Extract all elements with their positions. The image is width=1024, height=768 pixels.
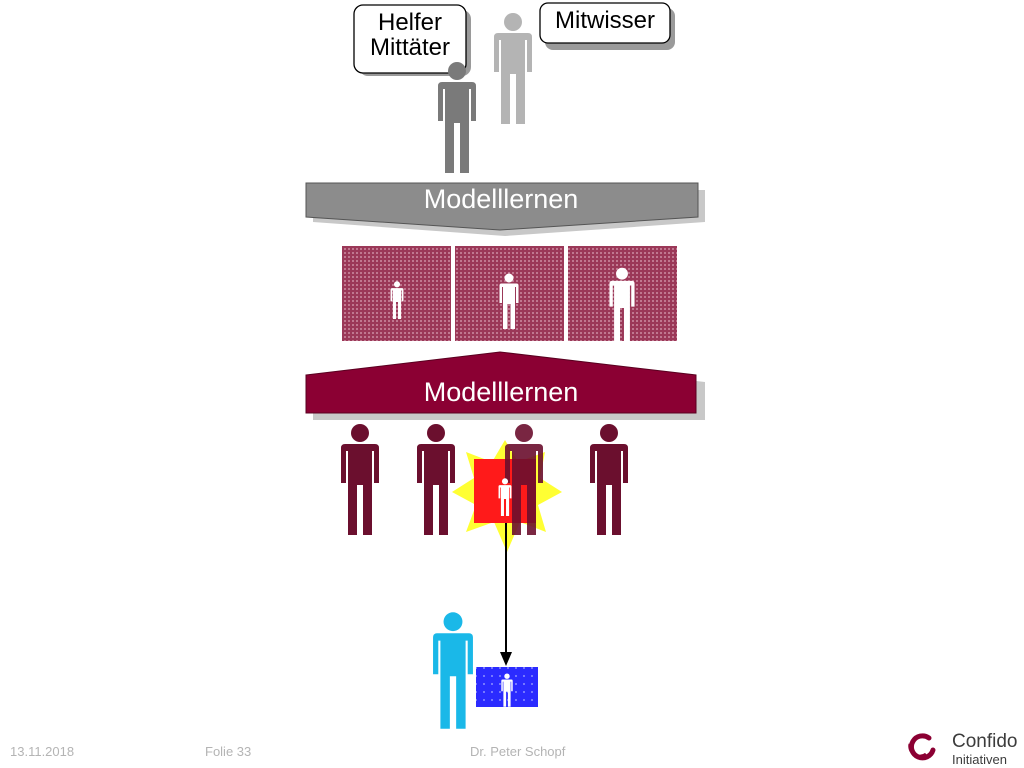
confido-logo-icon xyxy=(908,733,936,761)
banner-bottom-label: Modelllernen xyxy=(423,377,579,407)
helper-label-line2: Mittäter xyxy=(369,34,450,62)
helper-callout xyxy=(353,4,471,76)
helper-figure xyxy=(438,62,476,173)
helper-label-line1: Helfer xyxy=(377,9,443,36)
maroon-figure-4 xyxy=(590,424,628,535)
footer-slide-number: Folie 33 xyxy=(205,744,252,759)
banner-bottom xyxy=(305,351,705,420)
helper-label: Helfer Mittäter xyxy=(354,9,466,62)
logo-name-line2: Initiativen xyxy=(952,752,1007,767)
arrow-head xyxy=(500,652,512,666)
cyan-figure xyxy=(433,612,473,729)
witness-figure xyxy=(494,13,532,124)
witness-callout xyxy=(539,2,675,50)
logo-name-line1: Confido xyxy=(952,731,1018,752)
witness-label: Mitwisser xyxy=(555,7,655,34)
banner-top-label: Modelllernen xyxy=(423,184,579,214)
footer-date: 13.11.2018 xyxy=(10,744,75,759)
maroon-figure-1 xyxy=(341,424,379,535)
banner-top xyxy=(305,182,705,236)
footer-author: Dr. Peter Schopf xyxy=(470,744,566,759)
maroon-figure-2 xyxy=(417,424,455,535)
